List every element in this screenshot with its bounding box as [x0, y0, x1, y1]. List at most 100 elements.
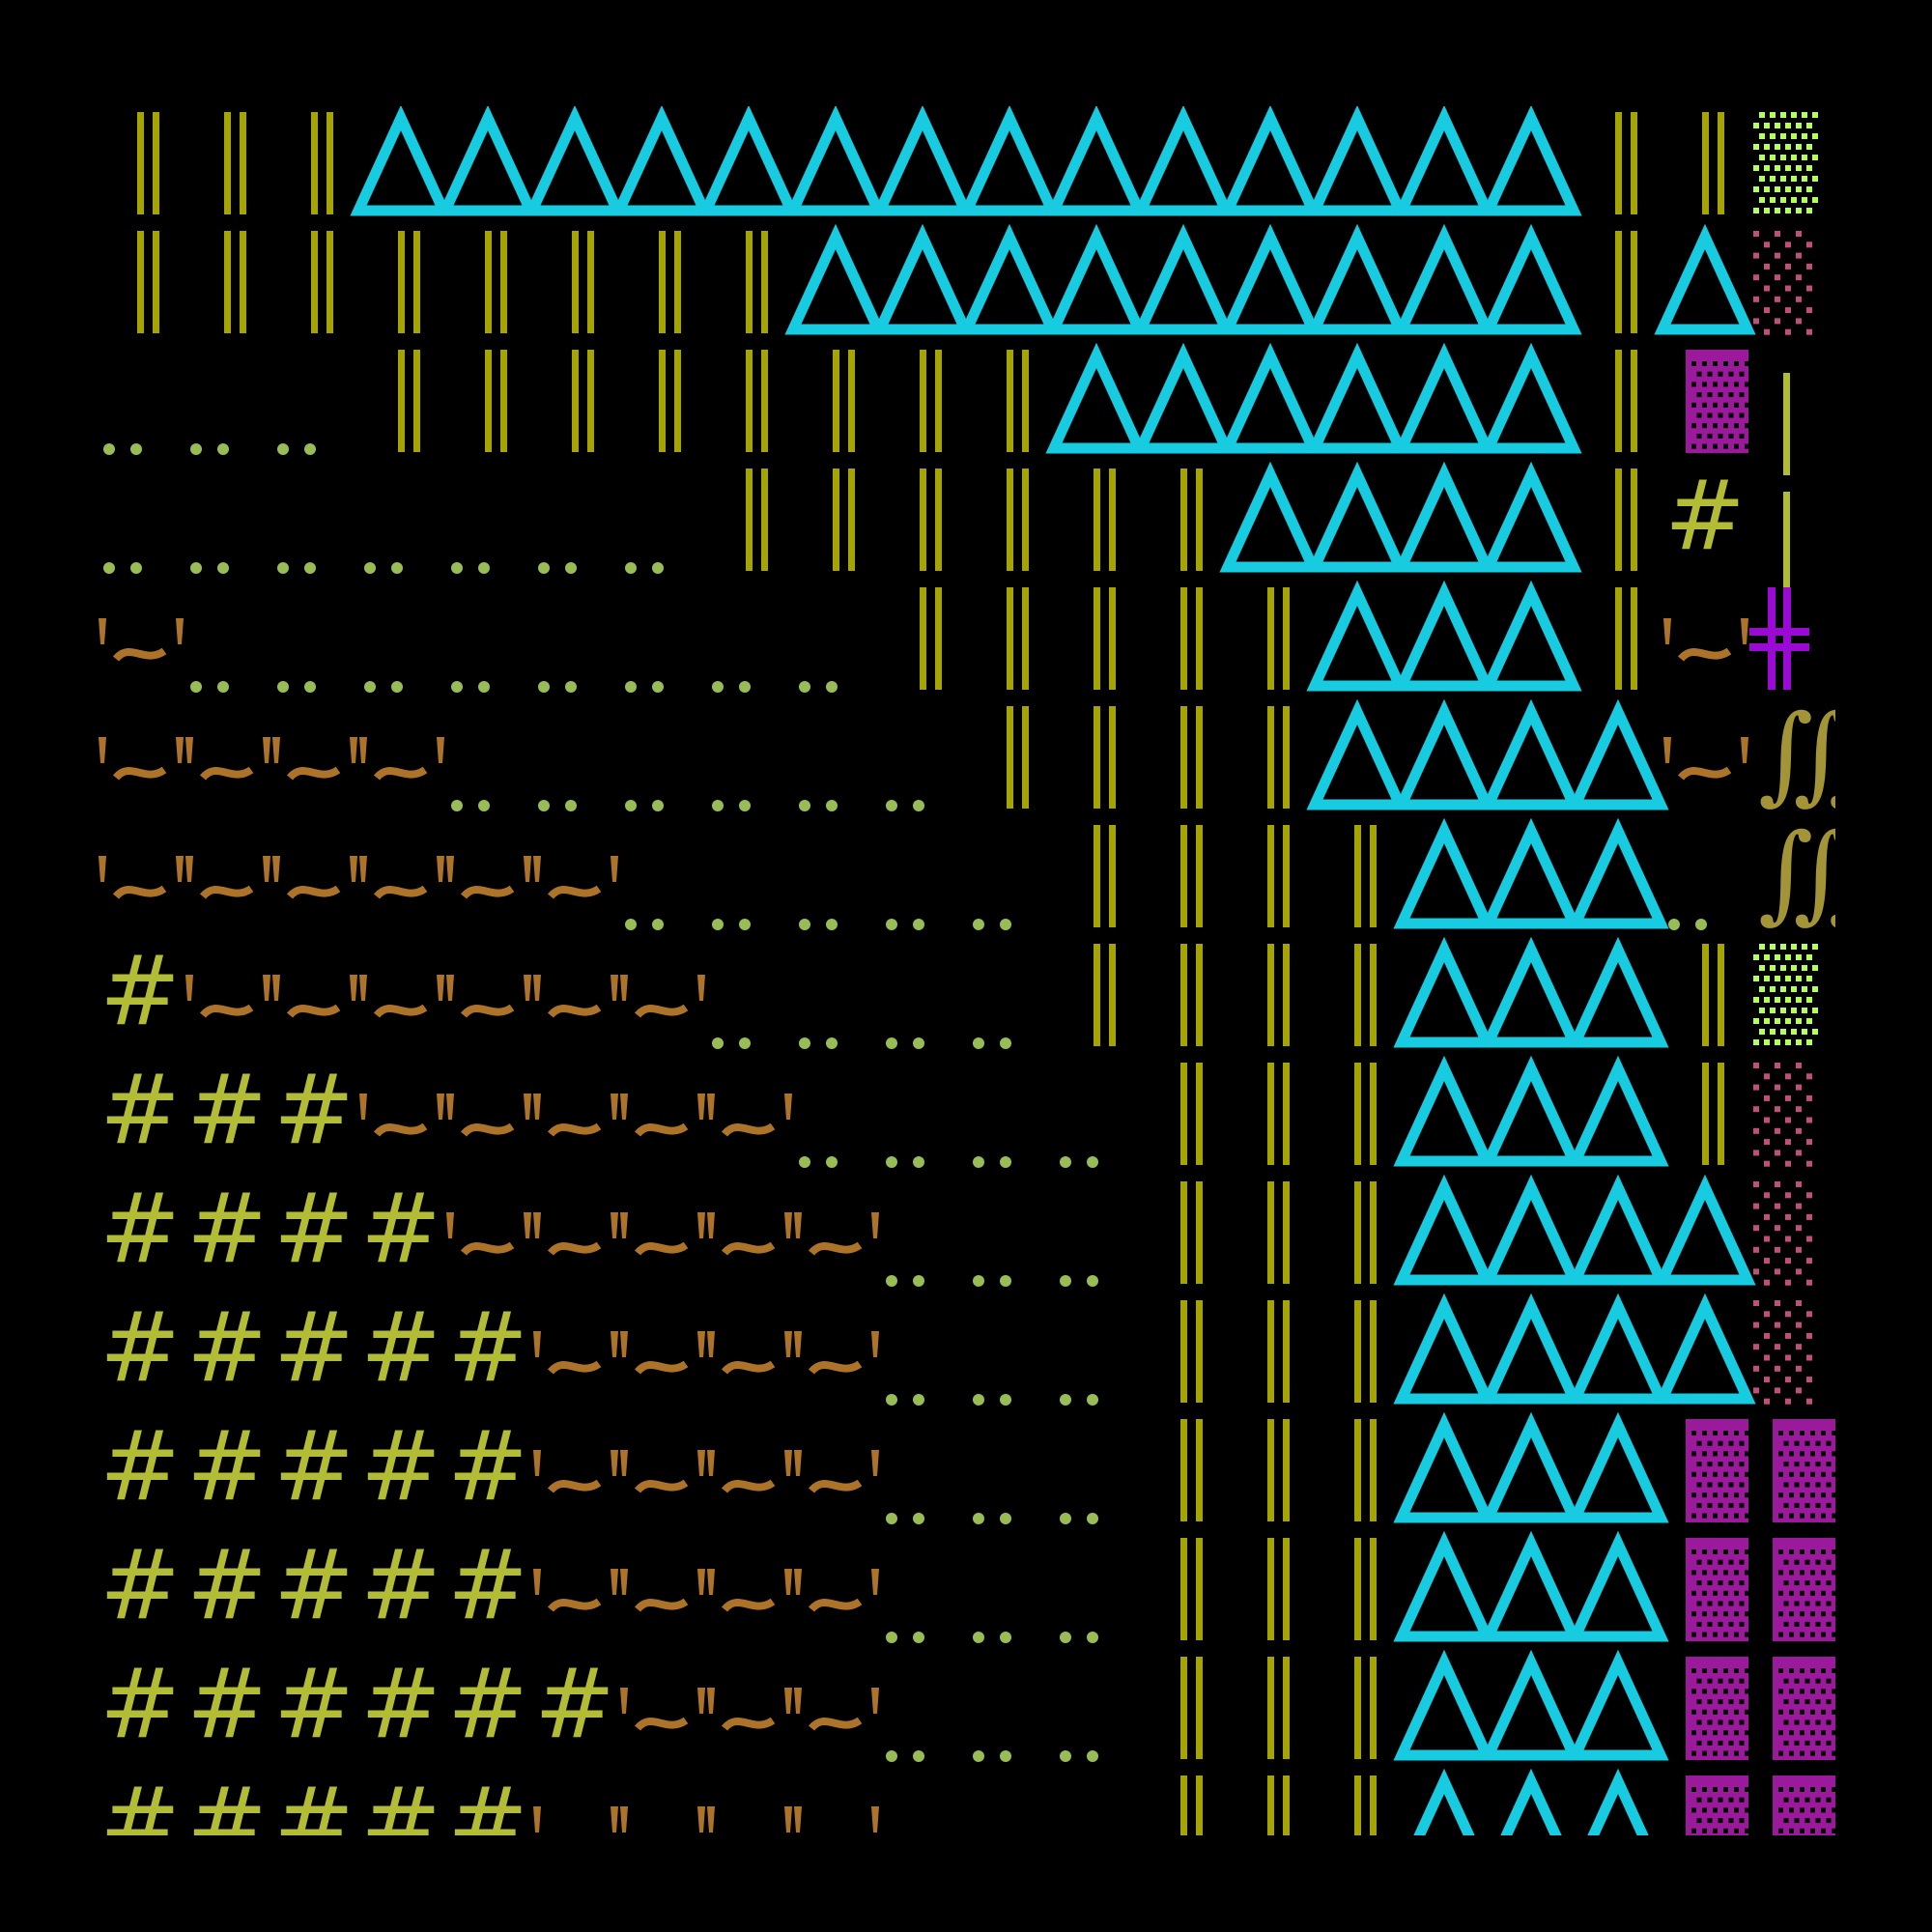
- triangle-icon: [1567, 1174, 1669, 1294]
- dot-pair-icon: [618, 582, 705, 700]
- quoted-tilde-icon: [444, 1176, 531, 1294]
- dot-pair-icon: [705, 938, 792, 1057]
- triangle-icon: [1306, 223, 1408, 344]
- quoted-tilde-icon: [792, 1413, 879, 1532]
- hash-text: #: [273, 1291, 355, 1404]
- double-bar-icon: [1314, 1651, 1401, 1770]
- triangle-icon: [1306, 580, 1408, 700]
- double-bar-icon: [1140, 582, 1227, 700]
- hash-text: #: [273, 1528, 355, 1641]
- triple-integral-icon: ∭: [1748, 819, 1835, 938]
- dot-pair-icon: [879, 700, 966, 819]
- magenta-block-icon: [1662, 1651, 1755, 1770]
- quoted-tilde-icon: [531, 1057, 618, 1176]
- triangle-icon: [1393, 106, 1495, 225]
- double-bar-icon: [1314, 1176, 1401, 1294]
- dot-pair-icon: [705, 582, 792, 700]
- hash-text: #: [447, 1647, 528, 1760]
- triangle-icon: [1393, 342, 1495, 463]
- dot-pair-icon: [184, 582, 270, 700]
- triangle-icon: [1306, 698, 1408, 819]
- lime-dot-pattern-icon: [1748, 106, 1835, 225]
- hash-icon: #: [184, 1057, 270, 1176]
- double-bar-icon: [444, 344, 531, 463]
- hash-text: #: [360, 1409, 441, 1522]
- triangle-icon: [1480, 580, 1582, 700]
- dot-pair-icon: [270, 344, 357, 463]
- double-bar-icon: [1140, 819, 1227, 938]
- quoted-tilde-icon: [270, 819, 357, 938]
- dot-pair-icon: [879, 819, 966, 938]
- quoted-tilde-icon: [792, 1532, 879, 1651]
- dot-pair-icon: [1662, 819, 1748, 938]
- hash-text: #: [186, 1409, 268, 1522]
- dot-pair-icon: [966, 819, 1053, 938]
- quoted-tilde-icon: [184, 819, 270, 938]
- quoted-tilde-icon: [531, 819, 618, 938]
- triple-integral-text: ∭: [1758, 819, 1835, 925]
- double-bar-icon: [270, 225, 357, 344]
- triangle-icon: [784, 106, 887, 225]
- triangle-icon: [1393, 817, 1495, 938]
- triangle-icon: [1480, 936, 1582, 1057]
- triangle-icon: [1480, 1530, 1582, 1651]
- dot-pair-icon: [444, 582, 531, 700]
- quoted-tilde-icon: [97, 700, 184, 819]
- hash-text: #: [99, 1647, 181, 1760]
- double-bar-icon: [1053, 582, 1140, 700]
- hash-icon: #: [270, 1176, 357, 1294]
- double-bar-icon: [1314, 1770, 1401, 1835]
- dot-pair-icon: [270, 463, 357, 582]
- single-bars-icon: [1748, 463, 1835, 594]
- dot-pair-icon: [879, 1413, 966, 1532]
- hash-icon: #: [97, 1532, 184, 1651]
- double-bar-icon: [1314, 819, 1401, 938]
- double-bar-icon: [1140, 1532, 1227, 1651]
- triangle-icon: [958, 223, 1061, 344]
- triangle-icon: [871, 223, 974, 344]
- quoted-tilde-icon: [705, 1176, 792, 1294]
- hash-icon: #: [444, 1532, 531, 1651]
- double-bar-icon: [1227, 1176, 1314, 1294]
- hash-text: #: [186, 1053, 268, 1166]
- triangle-icon: [1132, 106, 1235, 225]
- dot-pair-icon: [966, 1294, 1053, 1413]
- hash-text: #: [447, 1528, 528, 1641]
- quoted-tilde-icon: [792, 1651, 879, 1770]
- double-bar-icon: [1053, 938, 1140, 1057]
- dot-pair-icon: [444, 463, 531, 582]
- dot-pair-icon: [792, 938, 879, 1057]
- double-bar-icon: [879, 582, 966, 700]
- triangle-icon: [1567, 1530, 1669, 1651]
- quoted-tilde-icon: [792, 1176, 879, 1294]
- magenta-block-icon: [1748, 1770, 1835, 1835]
- triangle-icon: [1393, 1649, 1495, 1770]
- double-cross-icon: [1748, 582, 1835, 700]
- double-bar-icon: [1140, 1057, 1227, 1176]
- quoted-tilde-icon: [531, 1770, 618, 1835]
- hash-text: #: [99, 1172, 181, 1285]
- double-bar-icon: [1053, 700, 1140, 819]
- triple-integral-icon: ∭: [1748, 700, 1835, 819]
- triangle-icon: [958, 106, 1061, 225]
- double-bar-icon: [1227, 1651, 1314, 1770]
- dot-pair-icon: [705, 819, 792, 938]
- triangle-icon: [784, 223, 887, 344]
- triangle-icon: [1488, 1768, 1575, 1835]
- quoted-tilde-icon: [357, 700, 444, 819]
- quoted-tilde-icon: [1662, 700, 1748, 819]
- double-bar-icon: [705, 225, 792, 344]
- dot-pair-icon: [357, 582, 444, 700]
- quoted-tilde-icon: [270, 700, 357, 819]
- hash-icon: #: [97, 1057, 184, 1176]
- hash-text: #: [186, 1291, 268, 1404]
- hash-icon: #: [444, 1651, 531, 1770]
- triangle-icon: [1654, 1174, 1756, 1294]
- pink-dot-pattern-icon: [1748, 1176, 1835, 1294]
- hash-icon: #: [97, 1294, 184, 1413]
- dot-pair-icon: [1053, 1413, 1140, 1532]
- quoted-tilde-icon: [618, 1294, 705, 1413]
- hash-icon: #: [357, 1532, 444, 1651]
- double-bar-icon: [1575, 106, 1662, 225]
- triangle-icon: [1401, 1768, 1488, 1835]
